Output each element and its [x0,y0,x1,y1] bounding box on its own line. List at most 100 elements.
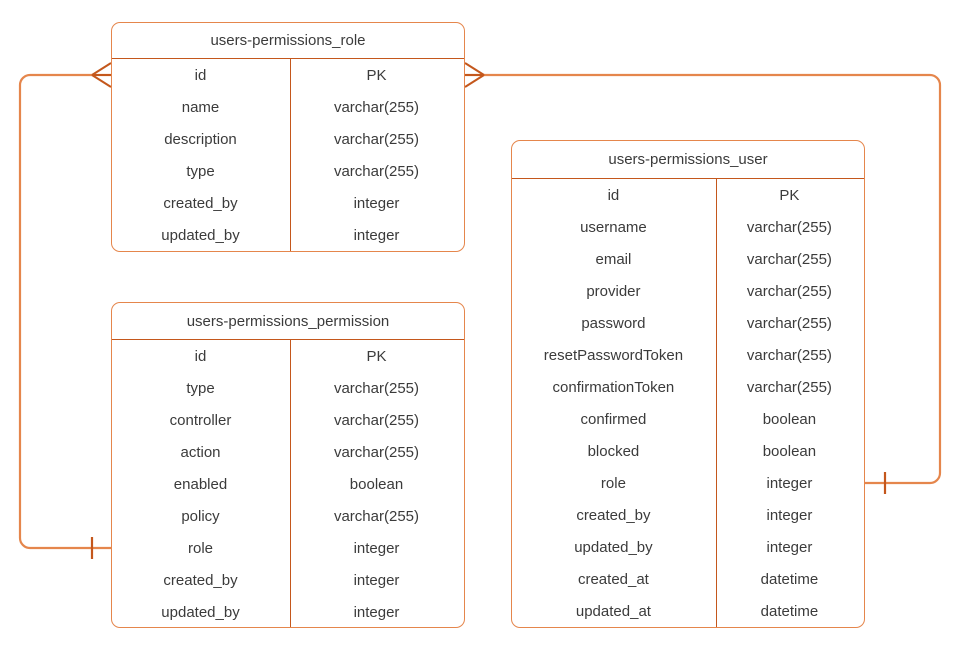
field-name: created_by [576,507,651,523]
relationship-user-role [464,62,942,494]
field-row[interactable]: action varchar(255) [112,436,464,468]
field-type: integer [766,507,813,523]
field-row[interactable]: provider varchar(255) [512,275,864,307]
field-row[interactable]: confirmationToken varchar(255) [512,371,864,403]
entity-title: users-permissions_user [512,141,864,179]
field-row[interactable]: username varchar(255) [512,211,864,243]
field-name: blocked [587,443,640,459]
field-row[interactable]: resetPasswordToken varchar(255) [512,339,864,371]
field-row[interactable]: description varchar(255) [112,123,464,155]
field-name: controller [169,412,232,428]
field-row[interactable]: enabled boolean [112,468,464,500]
field-type: integer [766,475,813,491]
field-name: action [180,444,221,460]
field-name: updated_by [161,227,240,243]
field-row[interactable]: name varchar(255) [112,91,464,123]
field-type: PK [366,67,387,83]
field-name: updated_by [161,604,240,620]
field-name: created_at [577,571,649,587]
field-name: created_by [163,572,238,588]
entity-fields: id PK username varchar(255) email varcha… [512,179,864,627]
field-type: integer [353,604,400,620]
field-name: id [607,187,620,203]
entity-users-permissions-role[interactable]: users-permissions_role id PK name varcha… [111,22,465,252]
field-type: datetime [760,571,819,587]
field-row[interactable]: created_by integer [112,187,464,219]
relationship-permission-role [18,62,112,559]
field-row[interactable]: role integer [512,467,864,499]
field-row[interactable]: password varchar(255) [512,307,864,339]
field-name: id [194,67,207,83]
field-type: integer [353,195,400,211]
entity-fields: id PK type varchar(255) controller varch… [112,340,464,627]
field-name: confirmationToken [552,379,675,395]
field-type: PK [779,187,800,203]
field-row[interactable]: updated_at datetime [512,595,864,627]
entity-users-permissions-permission[interactable]: users-permissions_permission id PK type … [111,302,465,628]
field-row[interactable]: email varchar(255) [512,243,864,275]
field-row[interactable]: created_by integer [112,564,464,596]
field-type: boolean [349,476,404,492]
field-type: integer [353,227,400,243]
field-name: type [186,380,215,396]
field-name: id [194,348,207,364]
field-row[interactable]: type varchar(255) [112,372,464,404]
field-row[interactable]: updated_by integer [512,531,864,563]
field-type: boolean [762,443,817,459]
field-row[interactable]: created_by integer [512,499,864,531]
field-row[interactable]: policy varchar(255) [112,500,464,532]
field-name: role [600,475,626,491]
field-row[interactable]: created_at datetime [512,563,864,595]
field-type: varchar(255) [333,508,420,524]
field-name: created_by [163,195,238,211]
entity-title: users-permissions_role [112,23,464,59]
field-row[interactable]: id PK [512,179,864,211]
field-type: integer [353,540,400,556]
crowsfoot-many-right [464,62,485,88]
field-type: varchar(255) [333,380,420,396]
field-type: datetime [760,603,819,619]
field-row[interactable]: updated_by integer [112,596,464,627]
field-type: varchar(255) [333,131,420,147]
field-row[interactable]: updated_by integer [112,219,464,251]
field-row[interactable]: controller varchar(255) [112,404,464,436]
field-name: role [187,540,213,556]
field-name: policy [181,508,220,524]
field-row[interactable]: role integer [112,532,464,564]
entity-fields: id PK name varchar(255) description varc… [112,59,464,251]
field-type: integer [766,539,813,555]
field-type: varchar(255) [333,99,420,115]
field-name: provider [586,283,641,299]
entity-users-permissions-user[interactable]: users-permissions_user id PK username va… [511,140,865,628]
entity-title: users-permissions_permission [112,303,464,340]
field-type: varchar(255) [746,315,832,331]
field-type: varchar(255) [746,283,832,299]
column-divider [290,340,291,627]
field-row[interactable]: id PK [112,59,464,91]
field-name: username [580,219,647,235]
column-divider [290,59,291,251]
field-type: varchar(255) [746,379,832,395]
column-divider [716,179,717,627]
field-type: varchar(255) [746,251,832,267]
field-name: email [595,251,632,267]
crowsfoot-many-left [91,62,112,88]
field-type: varchar(255) [333,412,420,428]
field-name: enabled [173,476,228,492]
field-name: resetPasswordToken [543,347,684,363]
field-row[interactable]: type varchar(255) [112,155,464,187]
field-type: varchar(255) [746,347,832,363]
field-type: integer [353,572,400,588]
field-type: PK [366,348,387,364]
field-row[interactable]: confirmed boolean [512,403,864,435]
field-row[interactable]: blocked boolean [512,435,864,467]
field-row[interactable]: id PK [112,340,464,372]
field-name: updated_by [574,539,653,555]
field-type: boolean [762,411,817,427]
field-type: varchar(255) [333,444,420,460]
field-type: varchar(255) [333,163,420,179]
field-name: confirmed [580,411,647,427]
field-type: varchar(255) [746,219,832,235]
field-name: updated_at [575,603,651,619]
